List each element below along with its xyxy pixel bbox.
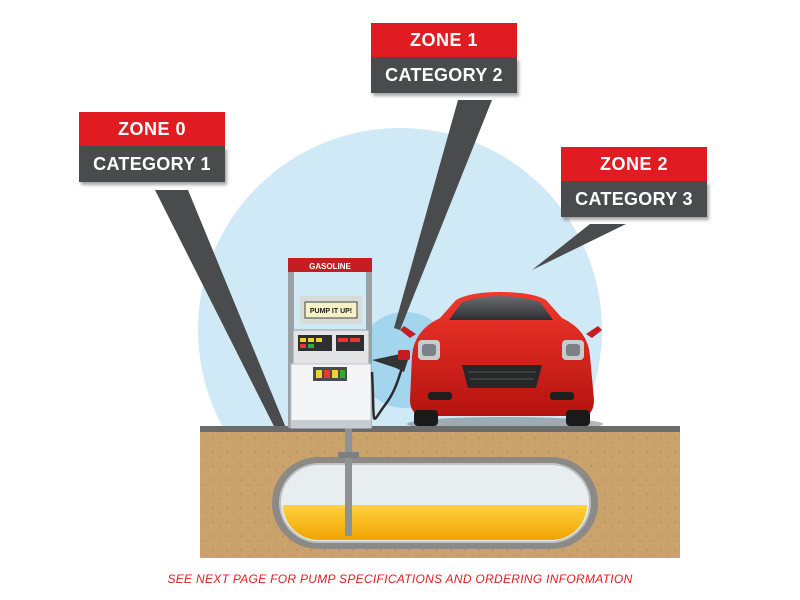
zone0-pointer <box>155 190 300 464</box>
car <box>400 292 603 431</box>
zone1-pointer <box>394 100 492 330</box>
zone0-title: ZONE 0 <box>79 112 225 146</box>
zone2-pointer <box>532 224 626 270</box>
zone0-label: ZONE 0 CATEGORY 1 <box>79 112 225 182</box>
zone1-category: CATEGORY 2 <box>371 57 517 93</box>
underground-tank <box>272 457 598 549</box>
zone0-category: CATEGORY 1 <box>79 146 225 182</box>
zone2-title: ZONE 2 <box>561 147 707 181</box>
gas-pump <box>288 258 410 429</box>
zone2-label: ZONE 2 CATEGORY 3 <box>561 147 707 217</box>
pump-header-text: GASOLINE <box>309 262 351 271</box>
pump-sign-text: PUMP IT UP! <box>310 308 352 315</box>
zone1-label: ZONE 1 CATEGORY 2 <box>371 23 517 93</box>
zone2-category: CATEGORY 3 <box>561 181 707 217</box>
footer-note: SEE NEXT PAGE FOR PUMP SPECIFICATIONS AN… <box>167 572 633 586</box>
fill-pipe <box>345 428 352 536</box>
zone1-title: ZONE 1 <box>371 23 517 57</box>
